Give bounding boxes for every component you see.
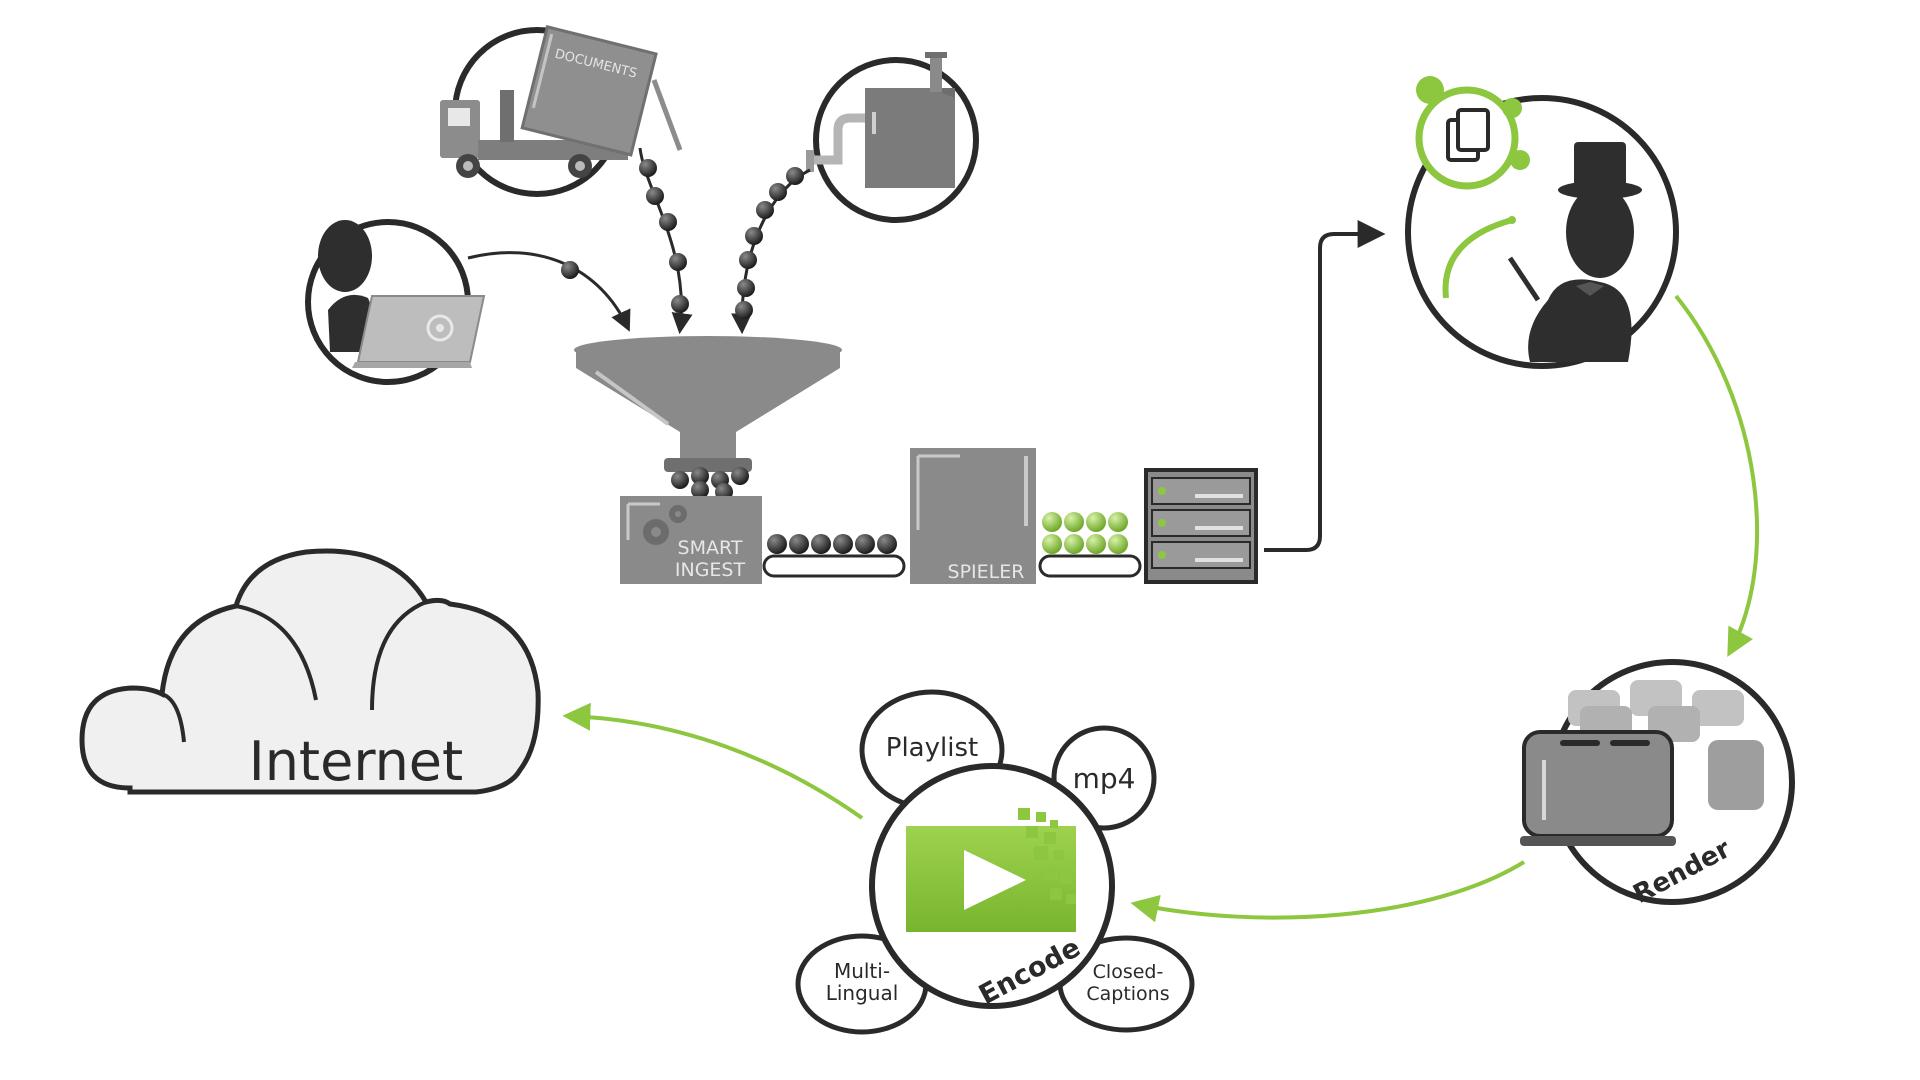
internet-label: Internet: [249, 730, 463, 793]
data-ball: [669, 253, 687, 271]
encode-circle: Encode: [869, 763, 1115, 1011]
magician-icon: [1442, 142, 1642, 362]
server-to-magician-arrow: [1264, 220, 1386, 552]
funnel-icon: [574, 336, 842, 472]
multi-label-line1: Multi-: [834, 959, 890, 983]
render-circle: Render: [1520, 659, 1795, 910]
data-ball: [646, 187, 664, 205]
document-truck-circle: DOCUMENTS: [440, 25, 683, 197]
input-flows: [467, 147, 811, 335]
data-ball: [659, 213, 677, 231]
closed-label-line2: Captions: [1086, 983, 1169, 1005]
gears-icon: [643, 505, 687, 545]
encode-cluster: Playlist mp4 Multi- Lingual Closed- Capt…: [795, 689, 1195, 1035]
document-truck-icon: DOCUMENTS: [440, 25, 683, 178]
pages-bubble: [1415, 76, 1530, 190]
smart-label: SMART: [678, 537, 743, 559]
data-ball: [769, 183, 787, 201]
spieler-label: SPIELER: [948, 561, 1025, 583]
magician-circle: [1405, 76, 1679, 369]
user-laptop-circle: [305, 219, 486, 385]
data-ball: [739, 251, 757, 269]
render-to-encode-arrow: [1130, 860, 1526, 923]
spieler-box: SPIELER: [910, 448, 1036, 584]
playlist-label: Playlist: [886, 733, 978, 763]
boiler-circle: [806, 52, 979, 223]
data-ball: [756, 201, 774, 219]
data-ball: [737, 279, 755, 297]
multi-label-line2: Lingual: [826, 981, 899, 1005]
conveyor-belt-1: [762, 534, 906, 578]
user-flow-arrow: [467, 251, 631, 332]
data-ball: [671, 295, 689, 313]
mp4-label: mp4: [1073, 762, 1136, 795]
encode-to-internet-arrow: [562, 702, 864, 820]
boiler-pipe-icon: [806, 52, 955, 188]
ingest-label: INGEST: [675, 559, 746, 581]
conveyor-belt-2: [1038, 512, 1142, 578]
play-video-icon: [906, 808, 1076, 932]
data-ball: [639, 159, 657, 177]
funnel-output-balls: [671, 467, 749, 501]
data-ball: [735, 301, 753, 319]
pages-icon: [1446, 108, 1490, 162]
internet-cloud: Internet: [79, 548, 541, 795]
magician-to-render-arrow: [1674, 294, 1760, 657]
playlist-bubble: Playlist: [859, 689, 1005, 811]
toaster-icon: [1520, 680, 1764, 846]
data-ball: [786, 167, 804, 185]
data-ball: [561, 261, 579, 279]
server-rack-icon: [1144, 468, 1258, 584]
closed-label-line1: Closed-: [1093, 961, 1164, 983]
data-ball: [745, 227, 763, 245]
smart-ingest-box: SMART INGEST: [620, 496, 762, 584]
user-laptop-icon: [318, 220, 486, 368]
closed-captions-bubble: Closed- Captions: [1057, 935, 1195, 1033]
